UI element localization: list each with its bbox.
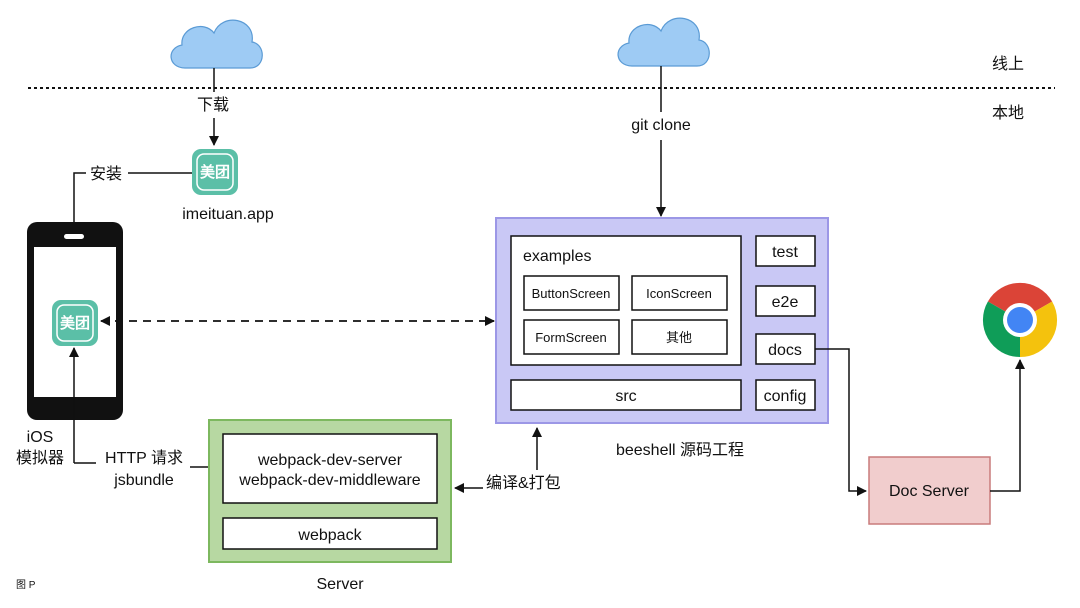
other-screen-label: 其他	[666, 330, 692, 345]
docs-label: docs	[768, 342, 802, 359]
project-caption: beeshell 源码工程	[616, 441, 744, 459]
compile-label: 编译&打包	[486, 474, 561, 492]
cloud-icon	[170, 19, 263, 69]
http-request-label: HTTP 请求	[105, 449, 183, 467]
svg-text:美团: 美团	[200, 163, 230, 181]
install-label: 安装	[90, 165, 122, 183]
local-label: 本地	[992, 104, 1024, 122]
webpack-dev-middleware-label: webpack-dev-middleware	[238, 472, 421, 489]
doc-server-box	[868, 456, 991, 525]
svg-text:美团: 美团	[60, 314, 90, 332]
webpack-dev-server-label: webpack-dev-server	[257, 452, 403, 469]
online-label: 线上	[992, 55, 1024, 73]
e2e-label: e2e	[772, 294, 799, 311]
webpack-label: webpack	[297, 527, 362, 544]
button-screen-label: ButtonScreen	[532, 286, 611, 301]
git-clone-label: git clone	[631, 117, 691, 134]
server-caption: Server	[316, 576, 364, 593]
download-label: 下载	[197, 96, 229, 114]
server-box	[208, 419, 452, 563]
figure-label: 图 P	[16, 579, 36, 591]
icon-screen-label: IconScreen	[646, 286, 712, 301]
meituan-app-icon: 美团	[52, 300, 98, 346]
src-label: src	[615, 388, 636, 405]
meituan-app-icon: 美团	[192, 149, 238, 195]
beeshell-project-box	[495, 217, 829, 424]
simulator-label: 模拟器	[16, 449, 64, 467]
jsbundle-label: jsbundle	[113, 472, 174, 489]
examples-label: examples	[523, 248, 591, 265]
chrome-browser-icon	[982, 282, 1058, 358]
test-label: test	[772, 244, 798, 261]
doc-server-label: Doc Server	[889, 483, 970, 500]
cloud-icon	[617, 17, 710, 67]
config-label: config	[764, 388, 807, 405]
app-name: imeituan.app	[182, 206, 274, 223]
form-screen-label: FormScreen	[535, 330, 607, 345]
ios-label: iOS	[27, 429, 54, 446]
